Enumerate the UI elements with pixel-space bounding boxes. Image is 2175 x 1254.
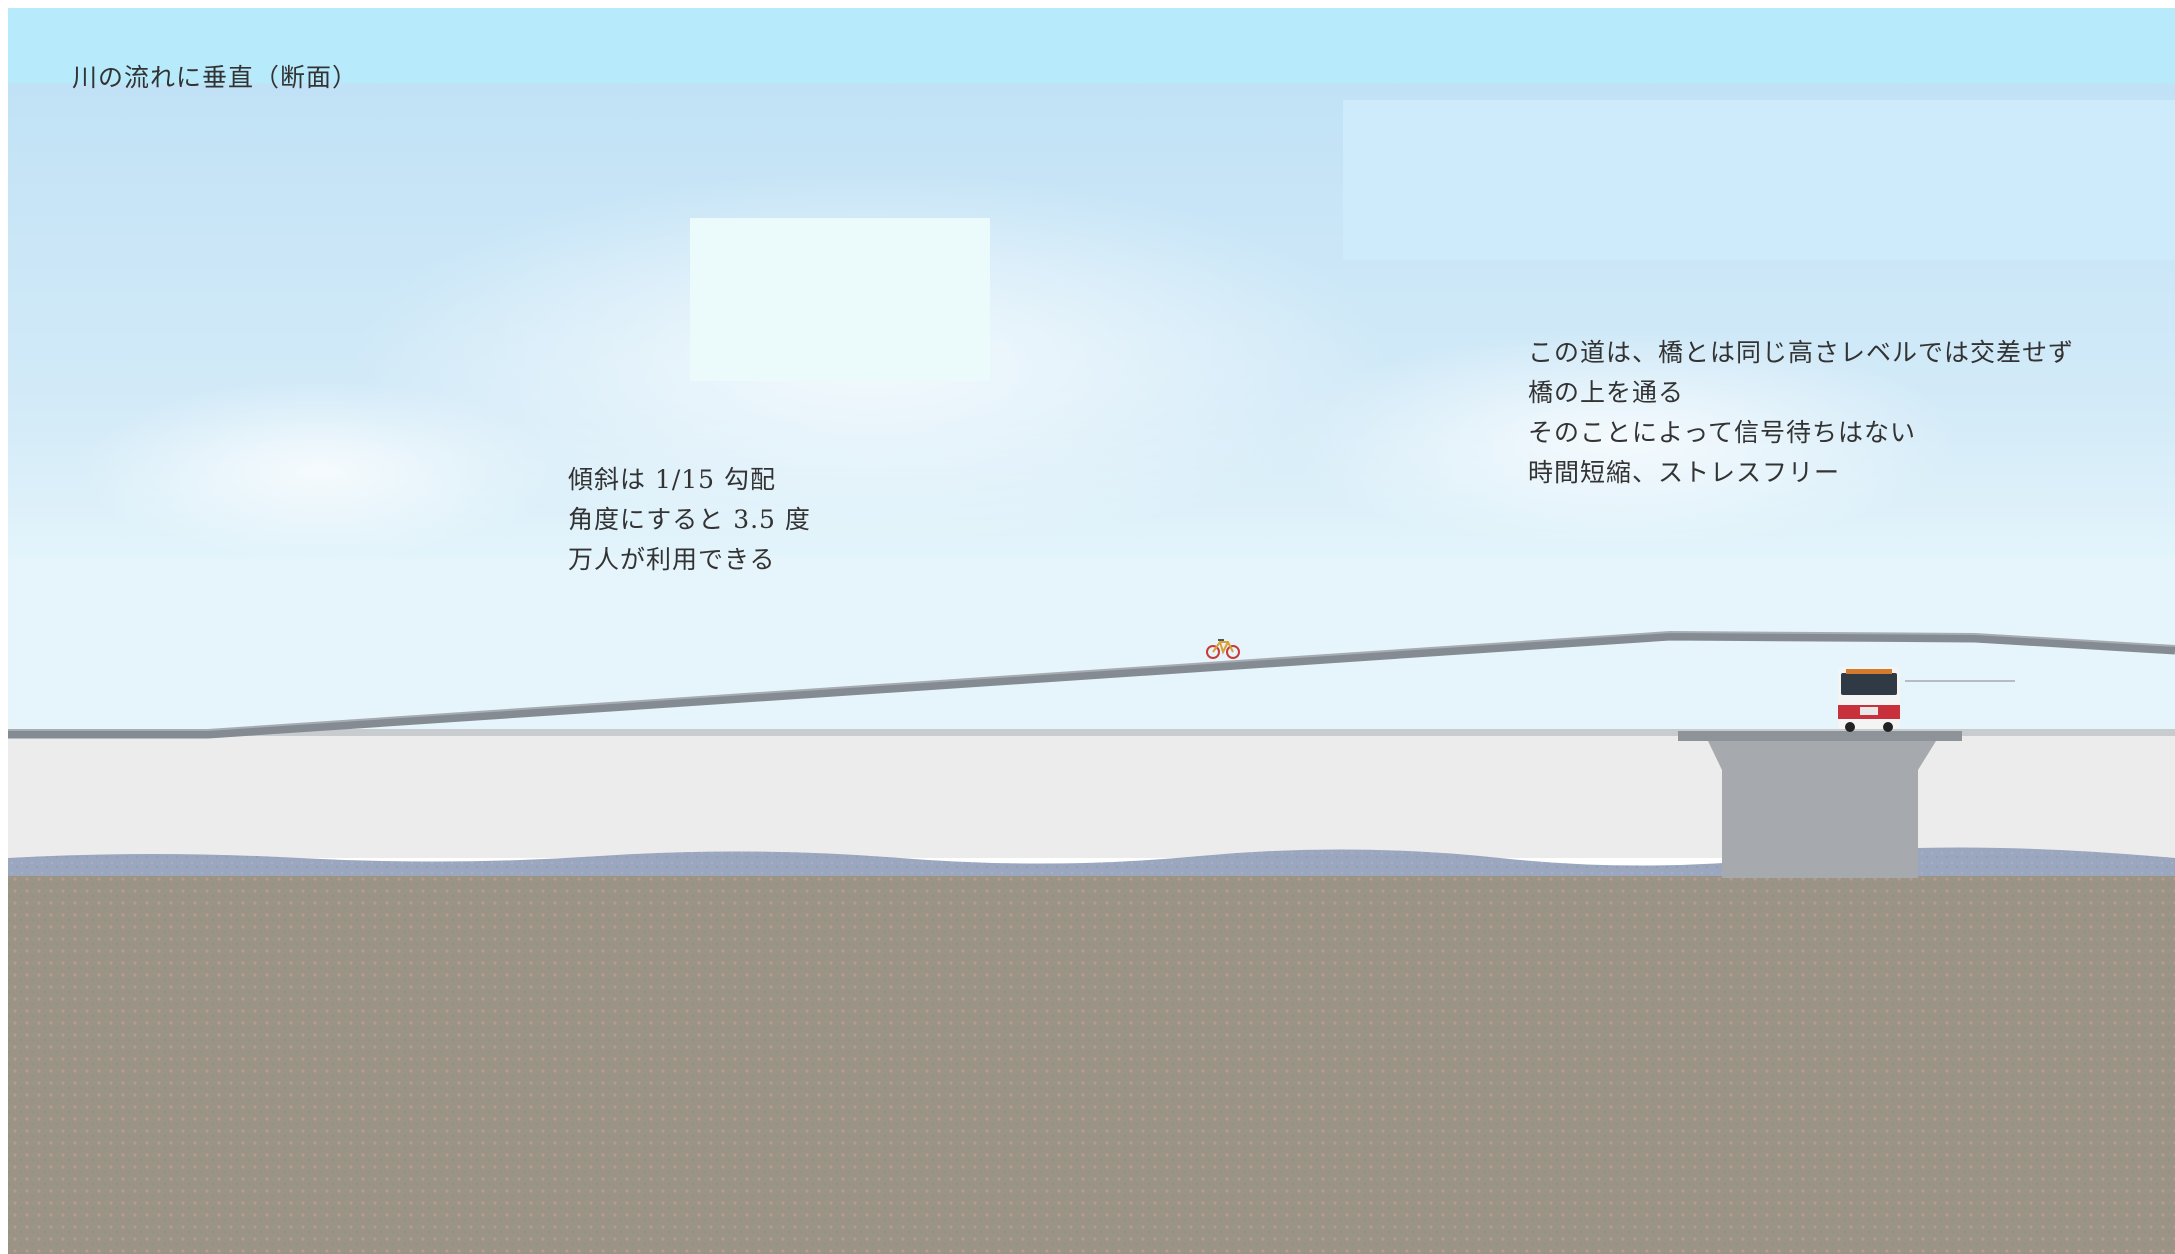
bridge-note-line: 橋の上を通る <box>1528 378 1685 407</box>
bridge-note: この道は、橋とは同じ高さレベルでは交差せず 橋の上を通る そのことによって信号待… <box>1528 333 2074 493</box>
river-water <box>8 847 2175 880</box>
bridge-note-line: 時間短縮、ストレスフリー <box>1528 458 1841 487</box>
slope-note-line: 角度にすると 3.5 度 <box>568 505 811 534</box>
bridge-note-line: この道は、橋とは同じ高さレベルでは交差せず <box>1528 338 2075 367</box>
slope-note: 傾斜は 1/15 勾配 角度にすると 3.5 度 万人が利用できる <box>568 460 811 580</box>
sloped-ramp <box>8 631 2175 739</box>
bridge-pier <box>1678 731 1962 878</box>
river-bed-soil <box>8 876 2175 1254</box>
ramp-highlight <box>8 630 2175 731</box>
slope-note-line: 傾斜は 1/15 勾配 <box>568 465 777 494</box>
page-title: 川の流れに垂直（断面） <box>72 63 359 92</box>
sky <box>8 8 2175 733</box>
bridge-note-line: そのことによって信号待ちはない <box>1528 418 1917 447</box>
bus-icon <box>1838 667 1900 732</box>
slope-note-line: 万人が利用できる <box>568 545 776 574</box>
road-level-line <box>8 729 2175 736</box>
bicycle-icon <box>1206 639 1240 659</box>
